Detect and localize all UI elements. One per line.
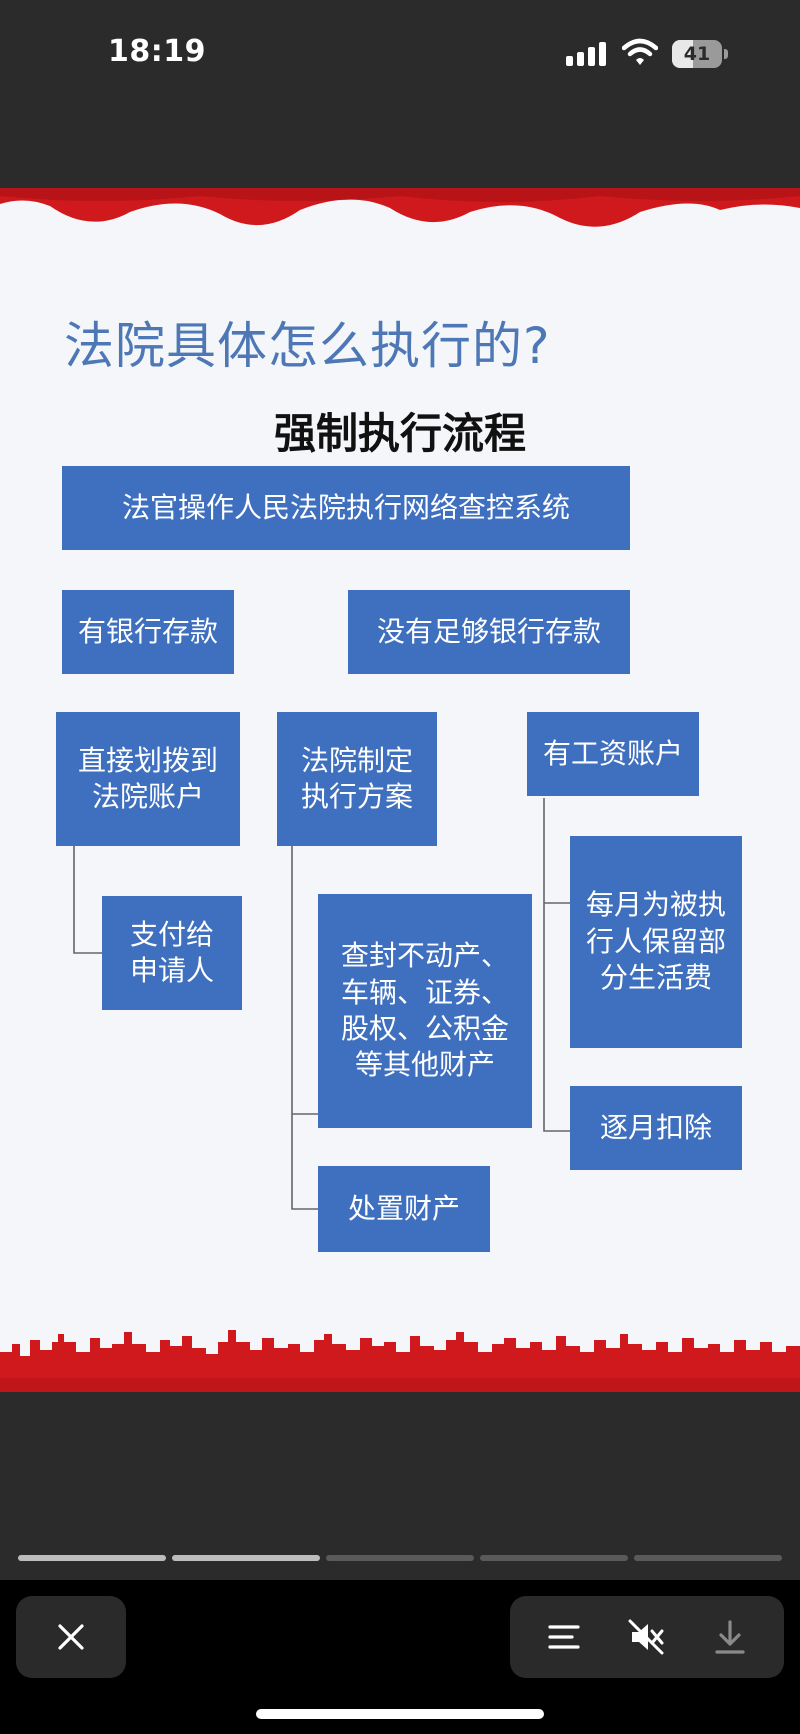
flow-node-has-deposit: 有银行存款 <box>62 590 234 674</box>
flowchart-title: 强制执行流程 <box>273 409 526 458</box>
flow-node-dispose: 处置财产 <box>318 1166 490 1252</box>
story-progress-bar <box>18 1555 782 1561</box>
battery-level: 41 <box>683 43 711 65</box>
speaker-muted-icon <box>628 1619 664 1655</box>
mute-button[interactable] <box>626 1617 666 1657</box>
progress-segment <box>172 1555 320 1561</box>
flow-node-plan: 法院制定执行方案 <box>277 712 437 846</box>
flow-node-seize: 查封不动产、车辆、证券、股权、公积金等其他财产 <box>318 894 532 1128</box>
menu-icon <box>548 1625 580 1649</box>
slide-image: 法院具体怎么执行的? 强制执行流程 法官操作人民法院执行网络查控系统 有银行存款… <box>0 188 800 1392</box>
status-bar: 18:19 41 <box>0 0 800 110</box>
viewer-controls <box>510 1596 784 1678</box>
red-curtain-decoration <box>0 188 800 227</box>
progress-segment <box>326 1555 474 1561</box>
slide-heading: 法院具体怎么执行的? <box>64 317 551 375</box>
close-button[interactable] <box>16 1596 126 1678</box>
download-icon <box>715 1620 745 1654</box>
cellular-signal-icon <box>566 42 606 66</box>
viewer-bottom-bar <box>0 1580 800 1734</box>
progress-segment <box>634 1555 782 1561</box>
home-indicator <box>256 1709 544 1719</box>
city-skyline-decoration <box>0 1330 800 1392</box>
flow-node-root: 法官操作人民法院执行网络查控系统 <box>62 466 630 550</box>
menu-button[interactable] <box>544 1617 584 1657</box>
status-time: 18:19 <box>108 34 206 69</box>
battery-indicator: 41 <box>672 40 728 68</box>
flow-node-deduct: 逐月扣除 <box>570 1086 742 1170</box>
flow-node-reserve: 每月为被执行人保留部分生活费 <box>570 836 742 1048</box>
wifi-icon <box>622 38 658 65</box>
flow-node-no-deposit: 没有足够银行存款 <box>348 590 630 674</box>
flow-node-transfer: 直接划拨到法院账户 <box>56 712 240 846</box>
progress-segment <box>480 1555 628 1561</box>
flow-node-pay: 支付给申请人 <box>102 896 242 1010</box>
flow-node-salary: 有工资账户 <box>527 712 699 796</box>
close-icon <box>58 1624 84 1650</box>
progress-segment <box>18 1555 166 1561</box>
download-button[interactable] <box>710 1617 750 1657</box>
battery-fill <box>672 40 693 68</box>
